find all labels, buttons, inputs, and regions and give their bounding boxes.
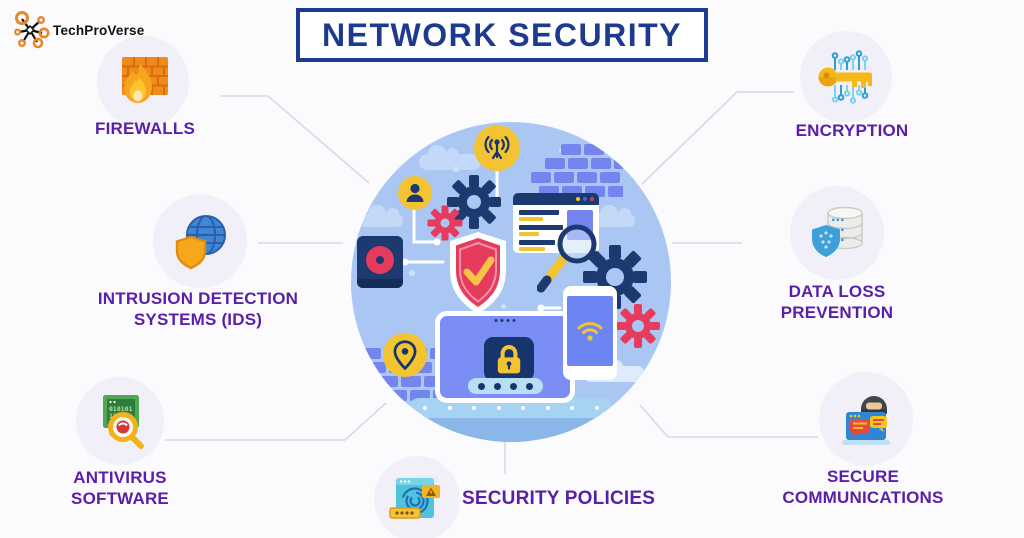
brick <box>353 362 363 373</box>
secure-communications-icon-circle <box>819 372 913 466</box>
brick <box>424 376 439 387</box>
security-policies-label: SECURITY POLICIES <box>462 488 656 509</box>
storage-drive-icon <box>357 236 403 288</box>
brick <box>531 172 551 183</box>
password-dots-icon <box>468 378 543 394</box>
brick-wall-top <box>531 144 623 200</box>
antenna-badge <box>474 125 520 171</box>
brick <box>387 390 407 401</box>
cloud <box>591 205 635 227</box>
brand-name: TechProVerse <box>53 22 145 38</box>
magnifier-icon <box>537 224 597 293</box>
brick <box>600 172 620 183</box>
dlp-label: DATA LOSS PREVENTION <box>780 282 894 322</box>
brick <box>562 186 582 197</box>
globe-shield-icon <box>175 215 226 270</box>
secure-communications-label: SECURE COMMUNICATIONS <box>782 467 944 507</box>
gear-icon <box>616 304 660 348</box>
brick <box>430 348 439 359</box>
firewalls-label: FIREWALLS <box>94 119 195 138</box>
location-pin-icon <box>393 339 417 370</box>
brick <box>539 186 559 197</box>
database-shield-icon <box>812 206 863 257</box>
brand-logo: TechProVerse <box>10 10 144 50</box>
encryption-icon-circle <box>800 31 892 123</box>
location-pin-badge <box>383 333 427 377</box>
encryption-label: ENCRYPTION <box>795 121 909 140</box>
person-badge <box>398 176 432 210</box>
padlock-icon <box>484 337 534 381</box>
brick <box>378 376 398 387</box>
brick <box>585 186 605 197</box>
decor-dot <box>409 270 415 276</box>
shield-check-icon <box>450 232 506 314</box>
brick <box>353 390 361 401</box>
brick <box>614 158 623 169</box>
antivirus-label: ANTIVIRUS SOFTWARE <box>71 468 169 508</box>
brick <box>366 362 386 373</box>
brick <box>561 144 581 155</box>
laptop-lock-icon <box>435 311 575 403</box>
ids-label: INTRUSION DETECTION SYSTEMS (IDS) <box>97 289 299 329</box>
brick <box>410 390 430 401</box>
circuit-key-icon <box>818 50 872 104</box>
brick <box>361 348 381 359</box>
antenna-icon <box>484 135 510 160</box>
brick <box>607 144 623 155</box>
wifi-icon <box>577 322 603 341</box>
laptop-base <box>409 398 613 418</box>
brick <box>355 376 375 387</box>
circuit-lines <box>401 169 562 312</box>
security-policies-icon-circle <box>374 456 460 538</box>
person-icon <box>406 183 424 202</box>
ids-icon-circle <box>153 194 247 288</box>
brick <box>608 186 623 197</box>
cloud <box>419 145 481 170</box>
hacker-chat-laptop-icon <box>842 396 890 445</box>
dlp-icon-circle <box>790 186 884 280</box>
antivirus-icon-circle: 010101 11 0 <box>76 377 164 465</box>
page-title: NETWORK SECURITY <box>322 16 682 53</box>
brick <box>577 172 597 183</box>
brick <box>364 390 384 401</box>
title-box: NETWORK SECURITY <box>296 8 708 62</box>
smartphone-wifi-icon <box>563 286 617 380</box>
brick <box>554 172 574 183</box>
fingerprint-card-icon <box>389 475 440 519</box>
decor-dot <box>501 304 506 309</box>
brick <box>568 158 588 169</box>
firewalls-icon-circle <box>97 36 189 128</box>
brick <box>401 376 421 387</box>
firewall-flame-icon <box>122 57 168 103</box>
network-nodes-icon <box>13 11 50 49</box>
brick <box>545 158 565 169</box>
svg-text:010101: 010101 <box>109 405 133 413</box>
central-illustration <box>351 122 671 442</box>
gear-icon <box>427 205 463 241</box>
monitor-magnifier-icon: 010101 11 0 <box>103 395 144 449</box>
brick <box>584 144 604 155</box>
decor-dot <box>453 166 459 172</box>
brick <box>591 158 611 169</box>
cloud <box>359 205 403 227</box>
